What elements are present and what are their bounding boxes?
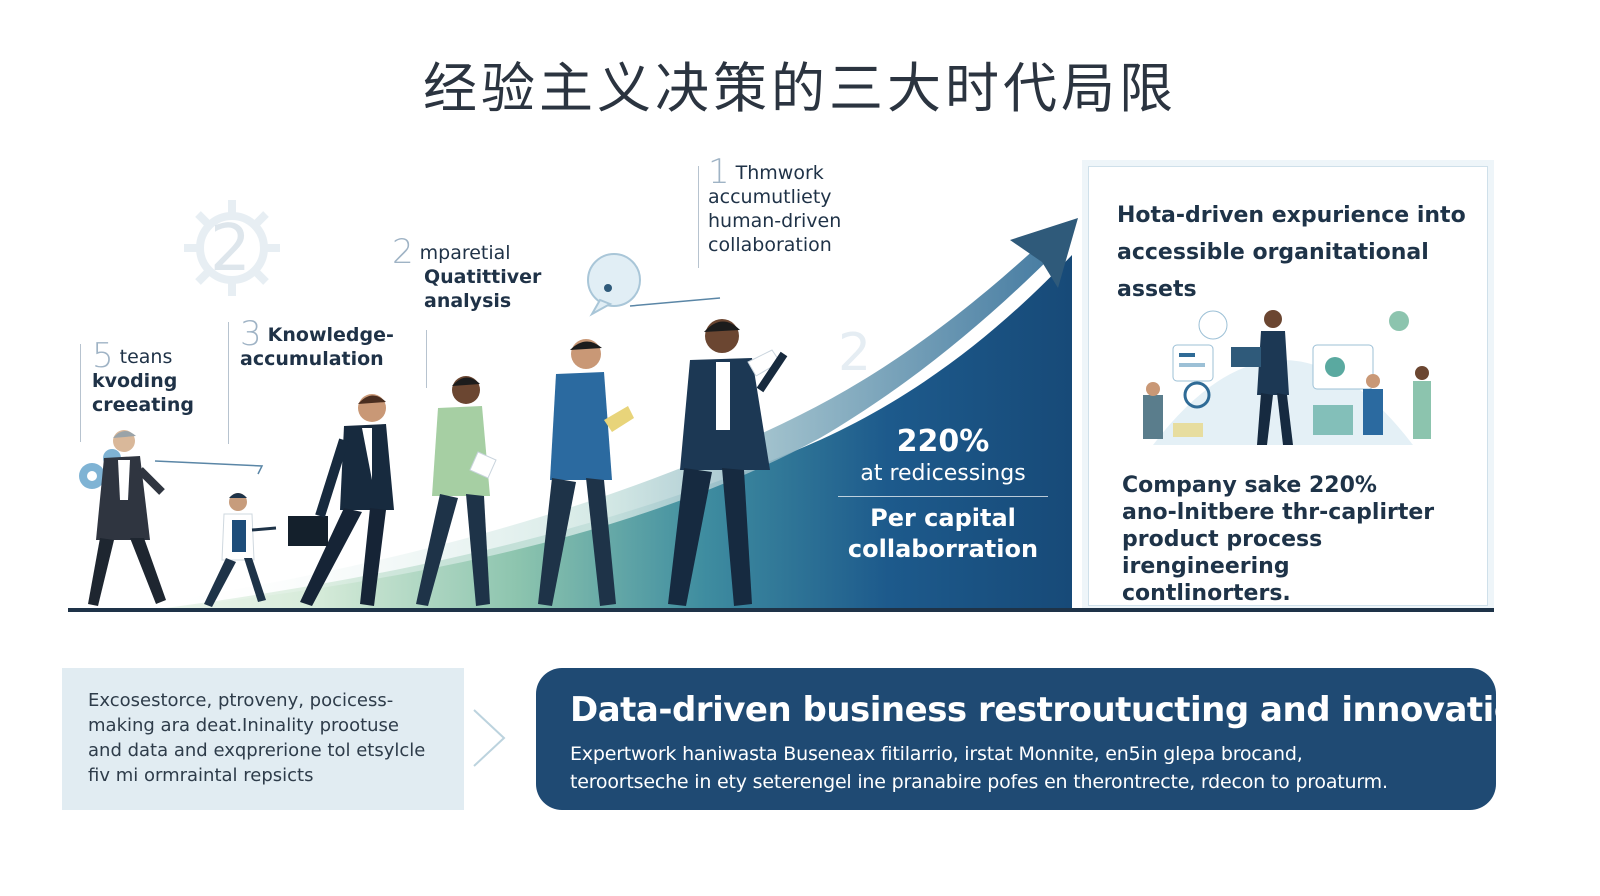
stat-divider (838, 496, 1048, 497)
person-elder (88, 430, 166, 606)
faint-number-2: 2 (210, 212, 251, 286)
person-leader (668, 319, 788, 606)
ground-line (68, 608, 1494, 612)
person-analyst (416, 376, 497, 606)
stat-value: 220% (896, 424, 990, 459)
chat-bubble-icon (587, 253, 721, 317)
stat-label-line2: collaborration (847, 535, 1039, 563)
banner-title: Data-driven business restroutucting and … (570, 690, 1541, 730)
banner-line-1: Expertwork haniwasta Buseneax fitilarrio… (570, 743, 1303, 765)
step-1-number: 1 (708, 152, 730, 192)
step-divider (228, 322, 229, 444)
step-5-number: 5 (92, 336, 114, 376)
gear-icon (184, 200, 280, 296)
page-title: 经验主义决策的三大时代局限 (423, 57, 1177, 120)
panel-heading: Hota-driven expurience into accessible o… (1117, 203, 1466, 302)
stat-sub: at redicessings (860, 461, 1026, 486)
panel-body: Company sake 220% ano-lnitbere thr-capli… (1122, 473, 1435, 606)
step-3-number: 3 (240, 314, 262, 354)
person-briefcase (288, 394, 394, 606)
settings-icon (1183, 381, 1211, 409)
step-divider (698, 166, 699, 268)
step-divider (426, 330, 427, 388)
person-strategist (538, 339, 634, 606)
assets-panel: Hota-driven expurience into accessible o… (1088, 166, 1488, 606)
growth-arrow-icon (1010, 218, 1078, 288)
lightbulb-icon (1198, 310, 1228, 340)
banner-line-2: teroortseche in ety seterengel ine prana… (570, 771, 1388, 793)
stat-label-line1: Per capital (870, 504, 1016, 532)
person-child (204, 493, 277, 607)
limitations-note: Excosestorce, ptroveny, pocicess- making… (62, 668, 464, 810)
svg-text:2: 2 (838, 323, 871, 383)
chevron-right-icon (473, 709, 506, 767)
check-badge-icon (1389, 311, 1409, 331)
innovation-banner: Data-driven business restroutucting and … (536, 668, 1541, 810)
step-divider (80, 344, 81, 442)
office-illustration (1143, 310, 1431, 445)
step-2-number: 2 (392, 232, 414, 272)
growth-stat: 220% at redicessings Per capital collabo… (838, 424, 1048, 565)
